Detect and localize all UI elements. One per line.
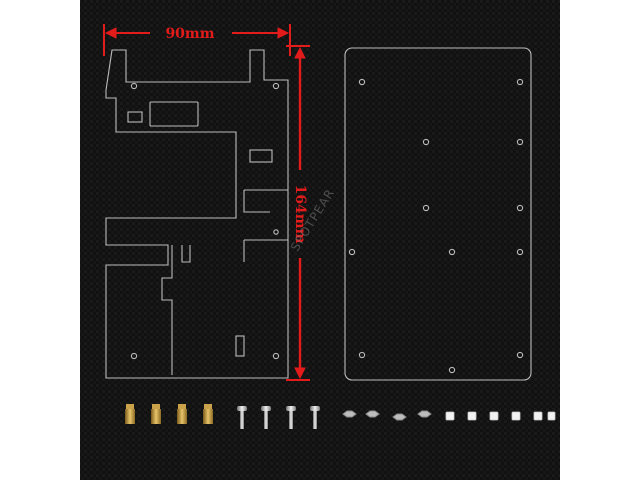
rubber-foot	[547, 411, 556, 421]
screw	[237, 406, 247, 429]
brass-standoff	[203, 404, 213, 424]
nuts	[342, 410, 432, 421]
rubber-foot	[489, 411, 499, 421]
brass-standoffs	[125, 404, 213, 424]
height-dimension	[286, 45, 310, 381]
screw	[286, 406, 296, 429]
nut	[342, 410, 357, 418]
width-label: 90mm	[165, 26, 214, 42]
rubber-foot	[533, 411, 543, 421]
brass-standoff	[125, 404, 135, 424]
left-acrylic-panel	[105, 49, 289, 379]
brass-standoff	[151, 404, 161, 424]
rubber-foot	[445, 411, 455, 421]
brass-standoff	[177, 404, 187, 424]
rubber-foot	[467, 411, 477, 421]
screw	[261, 406, 271, 429]
nut	[392, 413, 407, 421]
screw	[310, 406, 320, 429]
height-label: 164mm	[292, 185, 308, 244]
screws	[237, 406, 320, 429]
width-dimension	[103, 24, 291, 56]
rubber-foot	[511, 411, 521, 421]
right-acrylic-panel	[344, 47, 532, 381]
nut	[417, 410, 432, 418]
rubber-feet	[445, 411, 556, 421]
nut	[365, 410, 380, 418]
dark-background	[80, 0, 560, 480]
